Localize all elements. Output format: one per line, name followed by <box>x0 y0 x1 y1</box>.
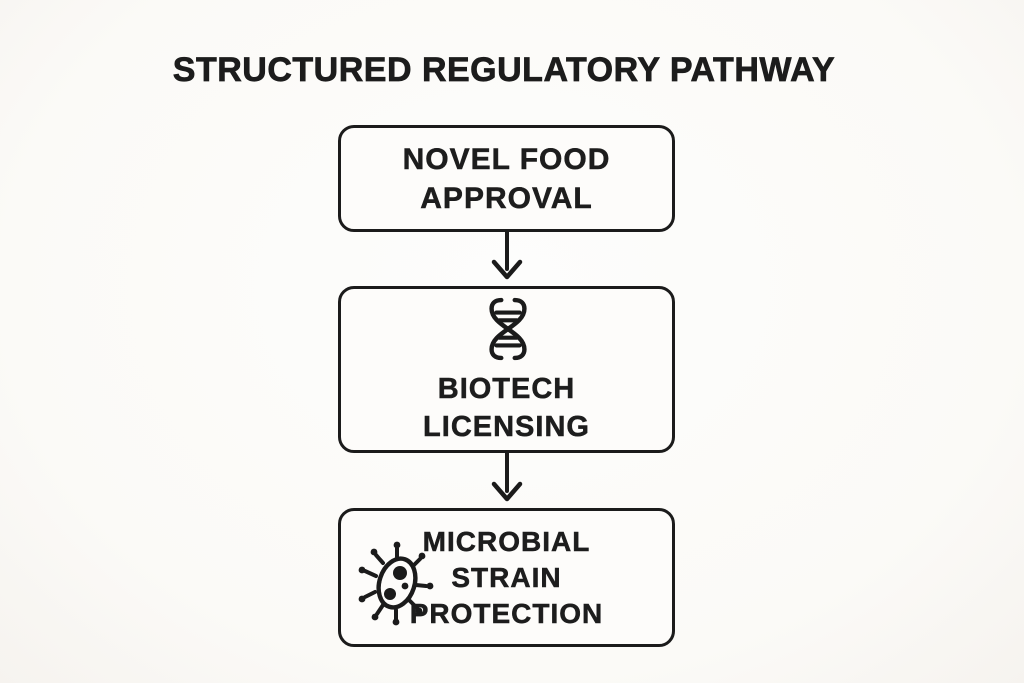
flow-step-label: MICROBIAL STRAIN PROTECTION <box>409 525 604 629</box>
flow-step-novel-food-approval: NOVEL FOOD APPROVAL <box>338 125 675 232</box>
flow-step-label: NOVEL FOOD APPROVAL <box>402 142 611 215</box>
flow-step-microbial-strain-protection: MICROBIAL STRAIN PROTECTION <box>338 508 675 647</box>
diagram-title: STRUCTURED REGULATORY PATHWAY <box>172 51 836 90</box>
flow-step-label: BIOTECH LICENSING <box>423 372 590 443</box>
flow-arrow-down-2 <box>491 452 523 502</box>
flow-step-biotech-licensing: BIOTECH LICENSING <box>338 286 675 453</box>
dna-icon <box>488 297 527 360</box>
microbe-icon <box>358 541 434 626</box>
flow-arrow-down-1 <box>491 230 523 280</box>
